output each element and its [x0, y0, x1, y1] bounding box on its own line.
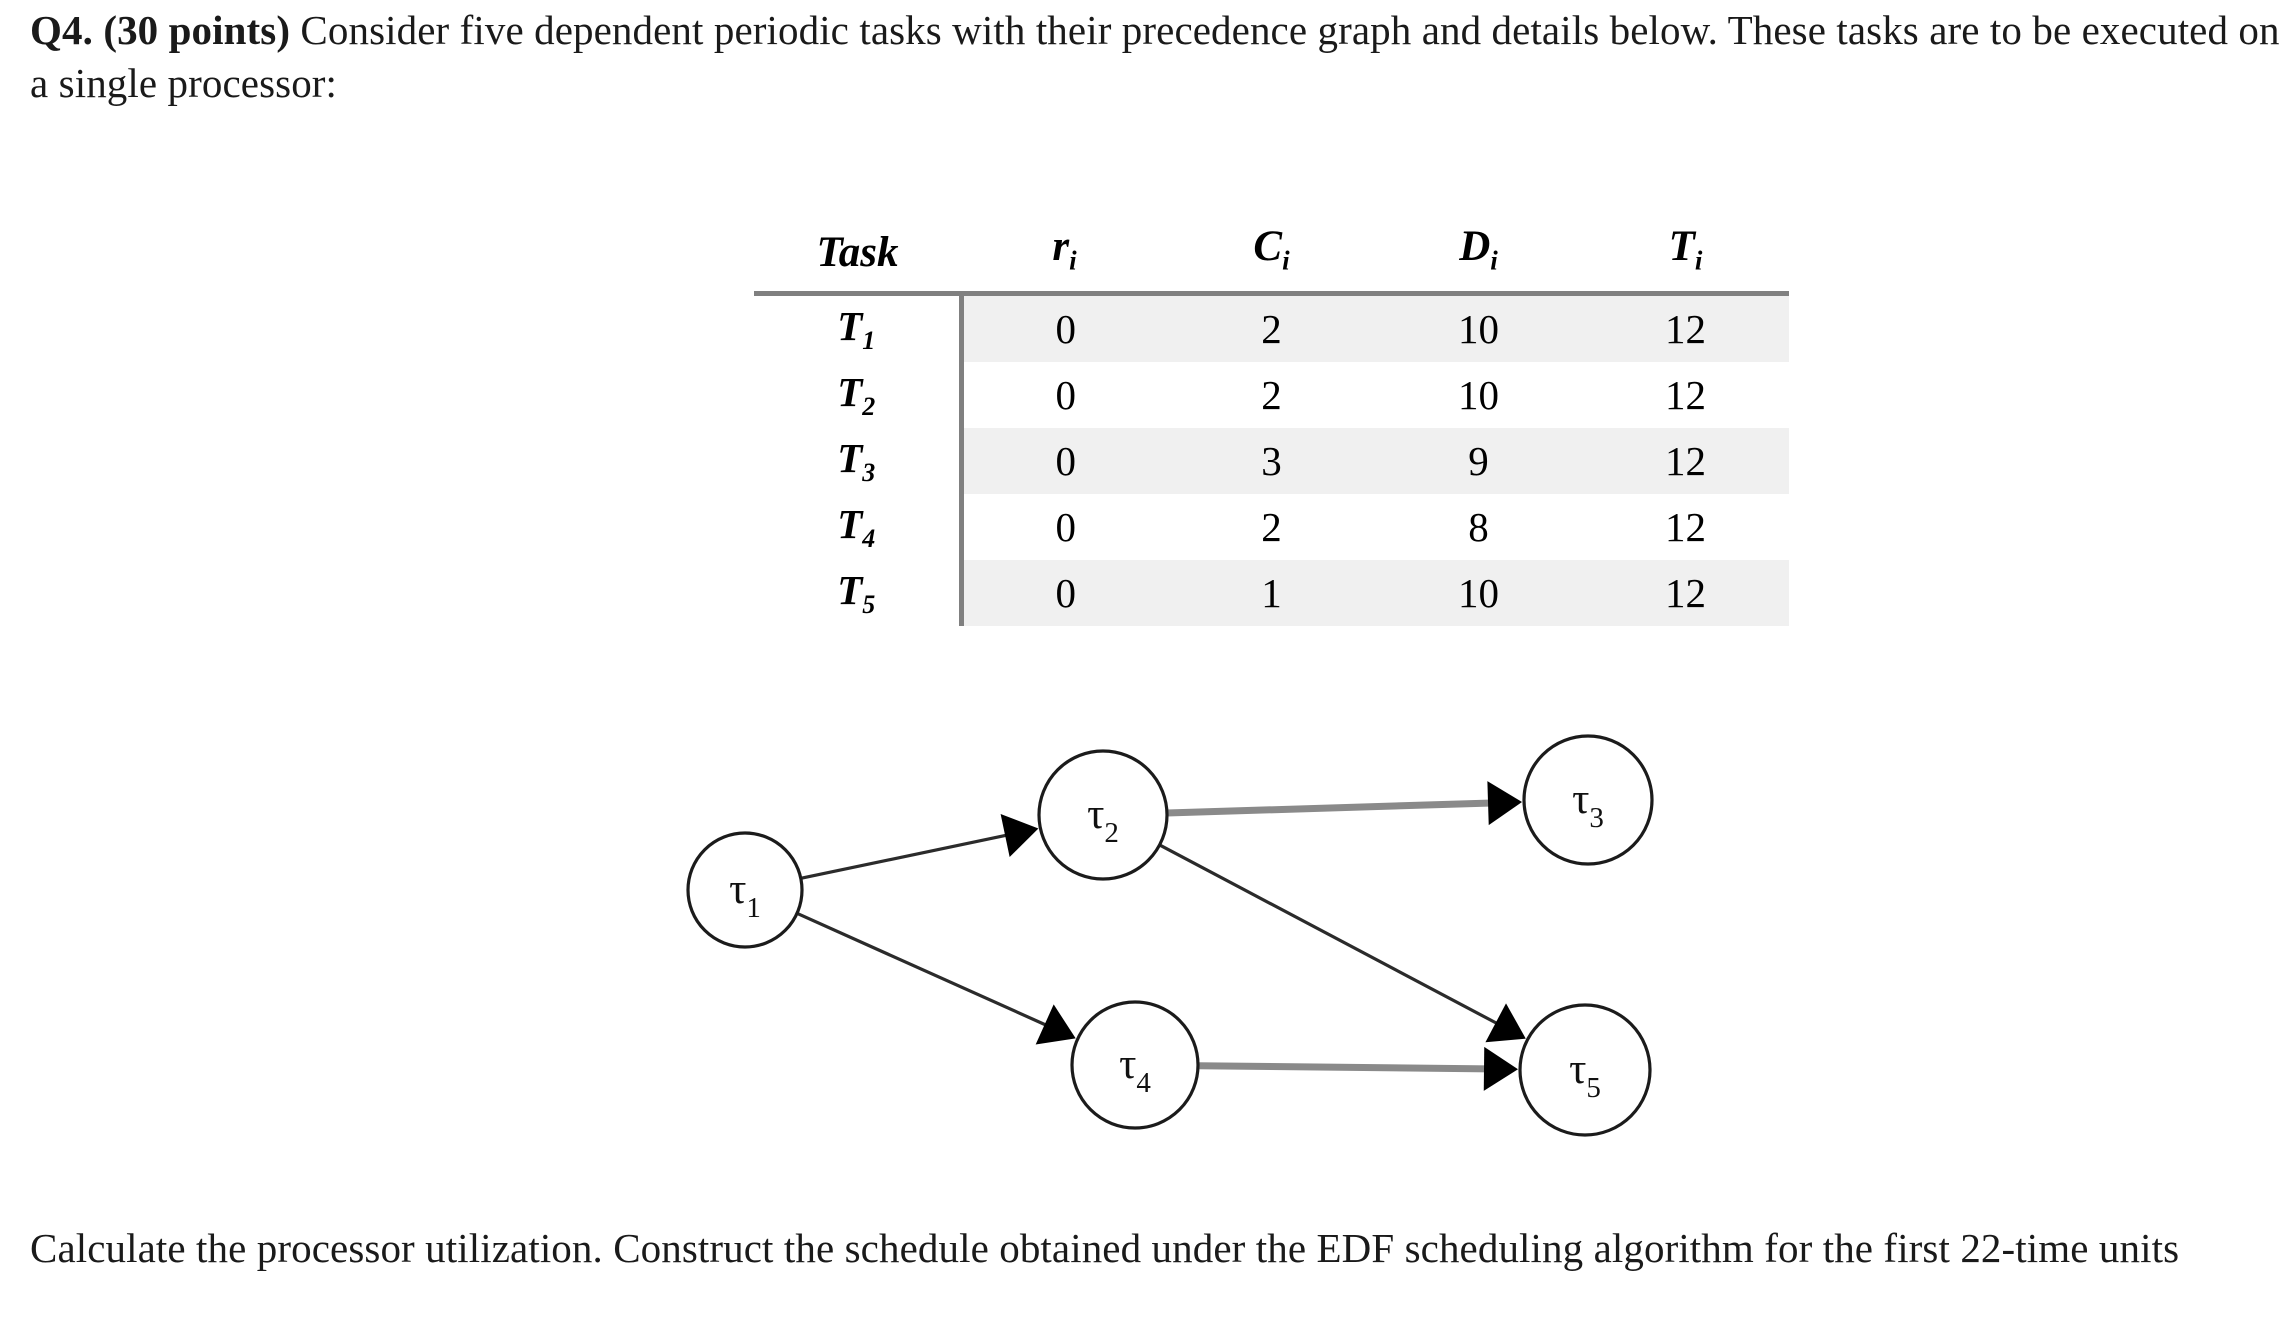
graph-edge-tau4-to-tau5: [1197, 1062, 1489, 1073]
question-outro-text: Calculate the processor utilization. Con…: [30, 1225, 2180, 1271]
cell-period: 12: [1582, 493, 1789, 560]
column-header-r: ri: [961, 222, 1168, 296]
table-header-row: Task ri Ci Di Ti: [754, 222, 1789, 296]
arrowhead-icon-tau1-to-tau4: [1035, 1004, 1076, 1045]
cell-deadline: 8: [1375, 493, 1582, 560]
task-name: T: [837, 500, 863, 547]
graph-node-label-tau2: τ2: [1087, 791, 1119, 849]
cell-release: 0: [961, 293, 1168, 362]
column-header-r-subscript: i: [1069, 245, 1077, 276]
precedence-graph: τ1 τ2 τ3 τ4 τ5: [0, 660, 2290, 1180]
cell-period: 12: [1582, 361, 1789, 428]
graph-node-label-tau3: τ3: [1572, 776, 1604, 834]
cell-task: T2: [754, 361, 964, 428]
table-row: T5 0 1 10 12: [754, 559, 1789, 626]
column-header-c-subscript: i: [1282, 245, 1290, 276]
column-header-t-subscript: i: [1694, 245, 1703, 276]
task-name: T: [837, 368, 863, 415]
column-header-d-subscript: i: [1490, 245, 1498, 276]
cell-release: 0: [961, 493, 1168, 560]
table-row: T1 0 2 10 12: [754, 293, 1789, 362]
graph-edge-tau2-to-tau5: [1158, 843, 1501, 1027]
table: Task ri Ci Di Ti T1 0 2 10 12 T2 0 2 10 …: [754, 222, 1789, 626]
task-parameters-table: Task ri Ci Di Ti T1 0 2 10 12 T2 0 2 10 …: [754, 222, 1789, 626]
arrowhead-icon-tau2-to-tau3: [1487, 781, 1523, 826]
task-index: 5: [862, 589, 876, 619]
column-header-task-label: Task: [816, 228, 899, 276]
graph-node-label-tau4: τ4: [1119, 1041, 1151, 1099]
column-header-r-label: r: [1052, 223, 1070, 270]
graph-edge-tau1-to-tau4: [796, 911, 1049, 1028]
cell-release: 0: [961, 427, 1168, 494]
column-header-t: Ti: [1582, 222, 1789, 296]
graph-node-layer: τ1 τ2 τ3 τ4 τ5: [686, 734, 1654, 1137]
column-header-d: Di: [1375, 222, 1582, 296]
task-name: T: [837, 566, 863, 613]
graph-node-tau1: [686, 831, 804, 949]
graph-edge-layer: [796, 781, 1526, 1091]
table-row: T2 0 2 10 12: [754, 361, 1789, 428]
cell-computation: 3: [1168, 427, 1375, 494]
graph-node-label-tau5: τ5: [1569, 1046, 1601, 1104]
column-header-d-label: D: [1459, 223, 1491, 270]
column-header-c: Ci: [1168, 222, 1375, 296]
cell-computation: 2: [1168, 493, 1375, 560]
cell-computation: 2: [1168, 293, 1375, 362]
cell-computation: 1: [1168, 559, 1375, 626]
graph-edge-tau1-to-tau2: [800, 833, 1010, 880]
cell-release: 0: [961, 559, 1168, 626]
table-row: T3 0 3 9 12: [754, 427, 1789, 494]
column-header-task: Task: [754, 222, 961, 296]
graph-node-tau4: [1070, 1000, 1200, 1130]
question-intro-body: Consider five dependent periodic tasks w…: [30, 7, 2280, 107]
task-name: T: [837, 434, 863, 481]
arrowhead-icon-tau4-to-tau5: [1483, 1046, 1519, 1091]
graph-node-label-tau1: τ1: [729, 866, 761, 924]
graph-edge-tau2-to-tau3: [1166, 799, 1493, 817]
graph-node-tau2: [1037, 749, 1169, 881]
arrowhead-icon-tau1-to-tau2: [1000, 813, 1039, 858]
cell-period: 12: [1582, 427, 1789, 494]
cell-deadline: 10: [1375, 293, 1582, 362]
cell-task: T1: [754, 293, 964, 362]
question-number: Q4.: [30, 7, 93, 53]
column-header-c-label: C: [1253, 223, 1283, 270]
cell-task: T5: [754, 559, 964, 626]
cell-deadline: 10: [1375, 559, 1582, 626]
cell-task: T3: [754, 427, 964, 494]
cell-period: 12: [1582, 293, 1789, 362]
question-intro-text: Q4. (30 points) Consider five dependent …: [30, 4, 2280, 111]
task-index: 1: [862, 325, 876, 355]
cell-release: 0: [961, 361, 1168, 428]
column-header-t-label: T: [1668, 223, 1695, 270]
task-index: 3: [862, 457, 876, 487]
task-name: T: [837, 302, 863, 349]
cell-computation: 2: [1168, 361, 1375, 428]
question-points: (30 points): [103, 7, 291, 53]
task-index: 4: [862, 523, 876, 553]
cell-period: 12: [1582, 559, 1789, 626]
graph-node-tau5: [1518, 1003, 1652, 1137]
cell-deadline: 9: [1375, 427, 1582, 494]
cell-deadline: 10: [1375, 361, 1582, 428]
cell-task: T4: [754, 493, 964, 560]
table-row: T4 0 2 8 12: [754, 493, 1789, 560]
graph-node-tau3: [1522, 734, 1654, 866]
arrowhead-icon-tau2-to-tau5: [1485, 1003, 1526, 1043]
task-index: 2: [862, 391, 876, 421]
